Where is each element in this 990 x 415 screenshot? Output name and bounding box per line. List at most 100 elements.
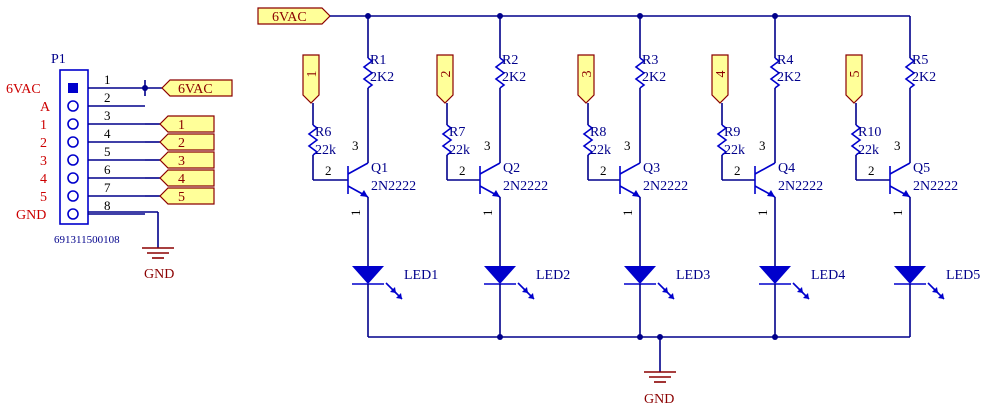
collector-resistor-value: 2K2	[642, 70, 666, 85]
transistor-ref: Q4	[778, 161, 795, 176]
led-ref: LED5	[946, 268, 980, 283]
transistor-emitter-arrow	[767, 190, 775, 197]
led-emission-arrowhead	[668, 293, 674, 299]
connector-signal-flag-shape	[159, 151, 215, 169]
collector-resistor-value: 2K2	[912, 70, 936, 85]
connector-pin-number: 5	[104, 144, 111, 159]
emitter-pin-number: 1	[620, 210, 635, 217]
transistor-value: 2N2222	[643, 179, 688, 194]
connector-pin-circle	[67, 172, 79, 184]
led-body	[759, 266, 791, 284]
base-resistor-symbol	[441, 124, 453, 156]
led-body	[894, 266, 926, 284]
transistor-ref: Q2	[503, 161, 520, 176]
base-pin-number: 2	[600, 163, 607, 178]
transistor-ref: Q3	[643, 161, 660, 176]
base-resistor-value: 22k	[449, 143, 470, 158]
transistor-emitter-arrow	[360, 190, 368, 197]
collector-pin-number: 3	[894, 138, 901, 153]
led-driver-channels: R12K21R622k231Q12N2222LED1R22K22R722k231…	[302, 13, 980, 340]
connector-left-label: 3	[40, 154, 47, 169]
input-flag-text: 2	[439, 71, 454, 78]
base-resistor-ref: R10	[858, 125, 881, 140]
led-emission-arrowhead	[528, 293, 534, 299]
emitter-pin-number: 1	[480, 210, 495, 217]
transistor-emitter-arrow	[632, 190, 640, 197]
transistor-ref: Q5	[913, 161, 930, 176]
connector-pin-circle	[67, 208, 79, 220]
collector-resistor-ref: R2	[502, 53, 518, 68]
supply-flag-shape	[257, 7, 331, 25]
connector-left-label: GND	[16, 208, 46, 223]
connector-pin-square	[68, 83, 78, 93]
connector-left-label: 4	[40, 172, 47, 187]
connector-pin-number: 6	[104, 162, 111, 177]
connector-left-label: 1	[40, 118, 47, 133]
led-ref: LED1	[404, 268, 438, 283]
led-emission-arrowhead	[938, 293, 944, 299]
connector-pin-number: 2	[104, 90, 111, 105]
supply-flag-top: 6VAC	[257, 7, 331, 25]
input-flag-shape	[845, 54, 863, 104]
base-resistor-value: 22k	[858, 143, 879, 158]
input-flag-text: 1	[305, 71, 320, 78]
connector-supply-junction	[142, 85, 148, 91]
connector-signal-flag-shape	[159, 115, 215, 133]
connector-pin-circle	[67, 154, 79, 166]
connector-pin-circle	[67, 118, 79, 130]
base-pin-number: 2	[734, 163, 741, 178]
input-flag-text: 4	[714, 71, 729, 78]
connector-pin-number: 3	[104, 108, 111, 123]
input-flag-shape	[302, 54, 320, 104]
main-ground-label: GND	[644, 392, 674, 407]
base-pin-number: 2	[868, 163, 875, 178]
transistor-value: 2N2222	[503, 179, 548, 194]
base-resistor-symbol	[850, 124, 862, 156]
transistor-collector-leg	[619, 162, 641, 175]
collector-resistor-ref: R5	[912, 53, 928, 68]
base-resistor-value: 22k	[590, 143, 611, 158]
transistor-collector-leg	[889, 162, 911, 175]
collector-resistor-symbol	[904, 57, 916, 89]
input-flag-shape	[436, 54, 454, 104]
base-resistor-symbol	[307, 124, 319, 156]
input-flag-shape	[711, 54, 729, 104]
emitter-pin-number: 1	[890, 210, 905, 217]
base-resistor-ref: R7	[449, 125, 465, 140]
led-body	[624, 266, 656, 284]
collector-resistor-ref: R1	[370, 53, 386, 68]
emitter-pin-number: 1	[348, 210, 363, 217]
connector-signal-flag-text: 3	[178, 154, 185, 169]
connector-left-label: A	[40, 100, 51, 115]
led-ref: LED2	[536, 268, 570, 283]
base-pin-number: 2	[459, 163, 466, 178]
collector-resistor-ref: R4	[777, 53, 793, 68]
transistor-collector-leg	[479, 162, 501, 175]
connector-signal-flag-text: 1	[178, 118, 185, 133]
connector-ground: GND	[88, 211, 174, 282]
transistor-collector-leg	[347, 162, 369, 175]
connector-ground-label: GND	[144, 267, 174, 282]
connector-signal-flag-shape	[159, 133, 215, 151]
connector-left-label: 6VAC	[6, 82, 41, 97]
transistor-value: 2N2222	[913, 179, 958, 194]
emitter-pin-number: 1	[755, 210, 770, 217]
connector-ref: P1	[51, 52, 66, 67]
main-ground-symbol: GND	[644, 337, 676, 407]
collector-resistor-symbol	[634, 57, 646, 89]
connector-pin-circle	[67, 136, 79, 148]
connector-signal-flag-shape	[159, 187, 215, 205]
base-resistor-value: 22k	[315, 143, 336, 158]
led-emission-arrowhead	[803, 293, 809, 299]
collector-resistor-value: 2K2	[502, 70, 526, 85]
collector-resistor-symbol	[494, 57, 506, 89]
input-flag-text: 5	[848, 71, 863, 78]
transistor-value: 2N2222	[371, 179, 416, 194]
base-resistor-ref: R9	[724, 125, 740, 140]
